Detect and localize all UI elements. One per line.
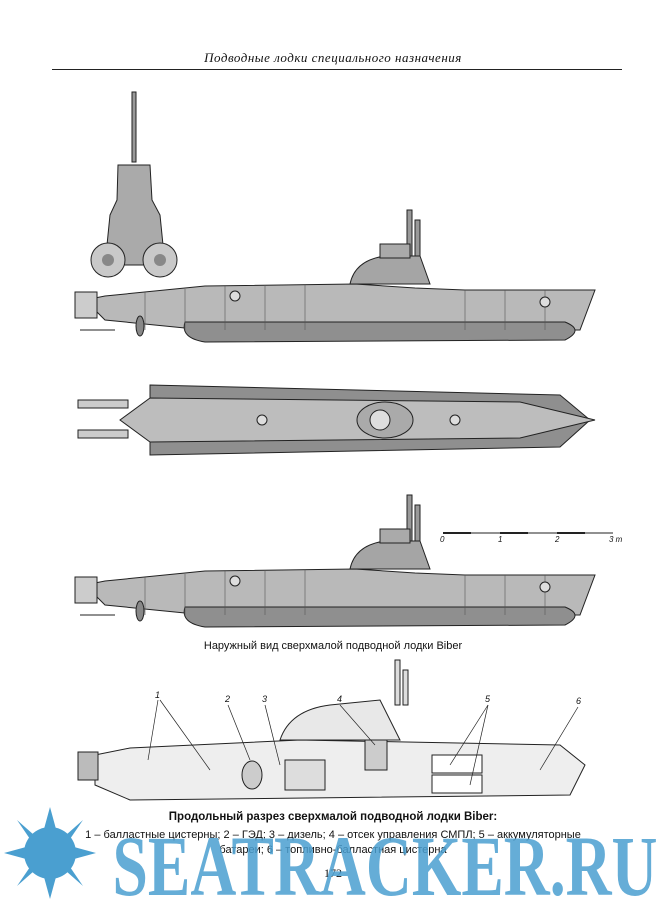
side-view-drawing-2 <box>74 494 596 628</box>
figure2-legend: 1 – балластные цистерны; 2 – ГЭД; 3 – ди… <box>85 829 581 856</box>
scale-tick-2: 2 <box>555 535 560 544</box>
callout-2: 2 <box>225 694 231 704</box>
scale-tick-0: 0 <box>440 535 445 544</box>
callout-6: 6 <box>576 696 582 706</box>
scale-tick-1: 1 <box>498 535 503 544</box>
callout-4: 4 <box>337 694 343 704</box>
top-view-drawing <box>77 384 596 456</box>
running-header: Подводные лодки специального назначения <box>204 50 462 65</box>
header-rule <box>52 69 622 70</box>
callout-5: 5 <box>485 694 491 704</box>
scale-bar <box>443 532 613 534</box>
callout-3: 3 <box>262 694 268 704</box>
callout-1: 1 <box>155 690 161 700</box>
figure1-caption: Наружный вид сверхмалой подводной лодки … <box>203 640 463 652</box>
scale-tick-3: 3 m <box>609 535 623 544</box>
section-drawing <box>77 659 586 801</box>
figure2-caption-title: Продольный разрез сверхмалой подводной л… <box>168 811 498 823</box>
front-view-drawing <box>90 91 178 278</box>
page-number: 172 <box>324 866 342 880</box>
